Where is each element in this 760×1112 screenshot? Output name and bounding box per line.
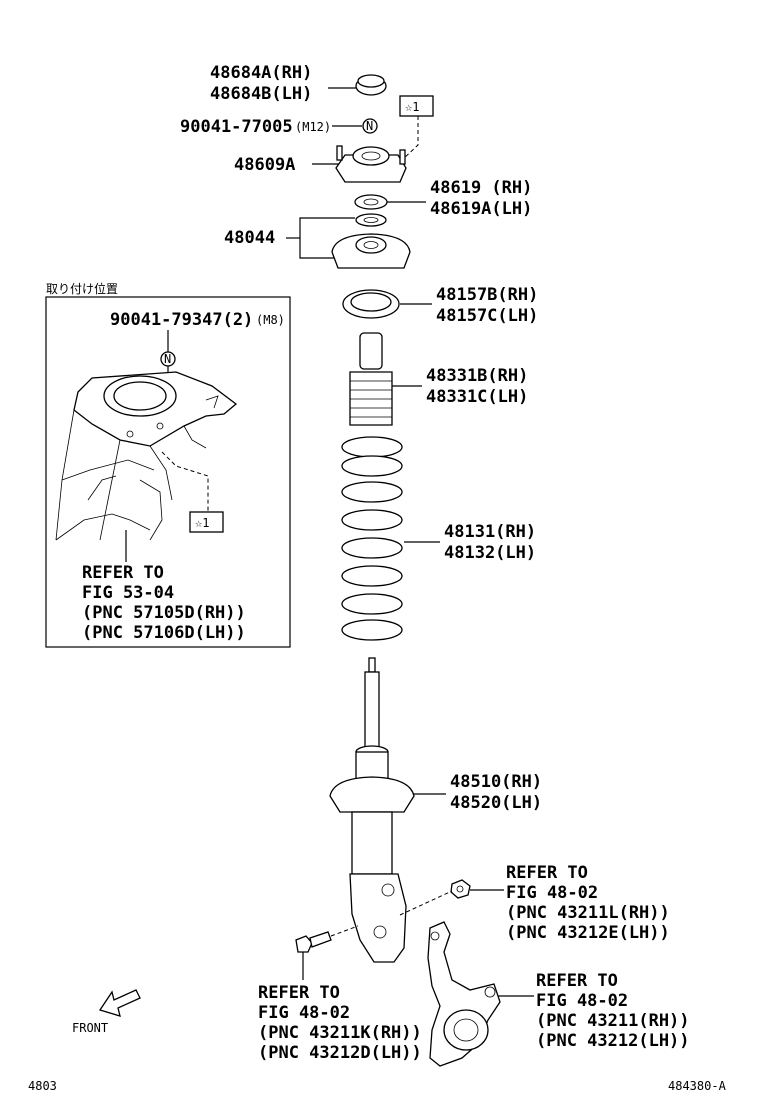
label-48684A[interactable]: 48684A(RH) [210, 63, 312, 83]
refer-nut-line-3[interactable]: (PNC 43211L(RH)) [506, 903, 670, 923]
inset-bolt-size: (M8) [256, 313, 285, 327]
refer-bolt-line-3[interactable]: (PNC 43211K(RH)) [258, 1023, 422, 1043]
label-48619[interactable]: 48619 (RH) [430, 178, 532, 198]
part-bearing[interactable] [354, 194, 388, 210]
part-nut-right[interactable] [450, 879, 471, 899]
star-box-top[interactable]: ☆1 [399, 95, 434, 117]
inset-star-box-label: ☆1 [195, 516, 209, 530]
refer-knuckle-block: REFER TO FIG 48-02 (PNC 43211(RH)) (PNC … [536, 971, 690, 1051]
label-48331C[interactable]: 48331C(LH) [426, 387, 528, 407]
refer-bolt-line-2[interactable]: FIG 48-02 [258, 1003, 350, 1023]
star-box-label: ☆1 [405, 100, 419, 114]
footer-right-code: 484380-A [668, 1079, 727, 1093]
part-upper-support[interactable] [335, 145, 407, 183]
refer-nut-line-4[interactable]: (PNC 43212E(LH)) [506, 923, 670, 943]
part-bump-stopper[interactable] [349, 332, 393, 426]
inset-body-panel [55, 371, 238, 541]
label-48157B[interactable]: 48157B(RH) [436, 285, 538, 305]
part-steering-knuckle[interactable] [427, 921, 501, 1067]
refer-knuckle-line-1[interactable]: REFER TO [536, 971, 618, 991]
front-arrow-icon [98, 989, 141, 1017]
dash-star-top [401, 116, 419, 161]
label-48510[interactable]: 48510(RH) [450, 772, 542, 792]
part-dust-cap[interactable] [355, 74, 387, 96]
inset-nut-mark-icon: N [164, 352, 171, 366]
refer-knuckle-line-3[interactable]: (PNC 43211(RH)) [536, 1011, 690, 1031]
inset-refer-line-2[interactable]: FIG 53-04 [82, 583, 174, 603]
part-coil-spring[interactable] [341, 436, 403, 641]
nut-mark-icon: N [366, 119, 373, 133]
label-90041-77005[interactable]: 90041-77005 [180, 117, 293, 137]
part-shock-absorber[interactable] [329, 657, 415, 963]
label-48619A[interactable]: 48619A(LH) [430, 199, 532, 219]
part-insulator[interactable] [342, 289, 400, 319]
label-48044[interactable]: 48044 [224, 228, 275, 248]
inset-refer-line-3[interactable]: (PNC 57105D(RH)) [82, 603, 246, 623]
inset-refer-line-1[interactable]: REFER TO [82, 563, 164, 583]
label-48609A[interactable]: 48609A [234, 155, 295, 175]
inset-title: 取り付け位置 [46, 281, 118, 296]
label-48331B[interactable]: 48331B(RH) [426, 366, 528, 386]
inset-bolt-label[interactable]: 90041-79347(2) [110, 310, 253, 330]
label-90041-77005-size: (M12) [295, 120, 331, 134]
dash-nut [399, 890, 453, 916]
inset-refer-line-4[interactable]: (PNC 57106D(LH)) [82, 623, 246, 643]
inset-star-box[interactable]: ☆1 [189, 511, 224, 533]
label-48520[interactable]: 48520(LH) [450, 793, 542, 813]
refer-knuckle-line-4[interactable]: (PNC 43212(LH)) [536, 1031, 690, 1051]
front-label: FRONT [72, 1021, 108, 1035]
refer-nut-line-2[interactable]: FIG 48-02 [506, 883, 598, 903]
label-48157C[interactable]: 48157C(LH) [436, 306, 538, 326]
refer-knuckle-line-2[interactable]: FIG 48-02 [536, 991, 628, 1011]
refer-nut-block: REFER TO FIG 48-02 (PNC 43211L(RH)) (PNC… [506, 863, 670, 943]
inset-frame [45, 296, 291, 648]
refer-bolt-block: REFER TO FIG 48-02 (PNC 43211K(RH)) (PNC… [258, 983, 422, 1063]
part-bolt-left[interactable] [295, 931, 332, 953]
refer-bolt-line-1[interactable]: REFER TO [258, 983, 340, 1003]
label-48684B[interactable]: 48684B(LH) [210, 84, 312, 104]
part-nut-m12[interactable]: N [362, 118, 378, 134]
inset-dash-star [161, 451, 209, 512]
refer-nut-line-1[interactable]: REFER TO [506, 863, 588, 883]
label-48131[interactable]: 48131(RH) [444, 522, 536, 542]
refer-bolt-line-4[interactable]: (PNC 43212D(LH)) [258, 1043, 422, 1063]
inset-nut[interactable]: N [160, 351, 176, 367]
footer-left-code: 4803 [28, 1079, 57, 1093]
dash-bolt [330, 925, 359, 937]
part-spring-seat[interactable] [331, 213, 411, 269]
label-48132[interactable]: 48132(LH) [444, 543, 536, 563]
